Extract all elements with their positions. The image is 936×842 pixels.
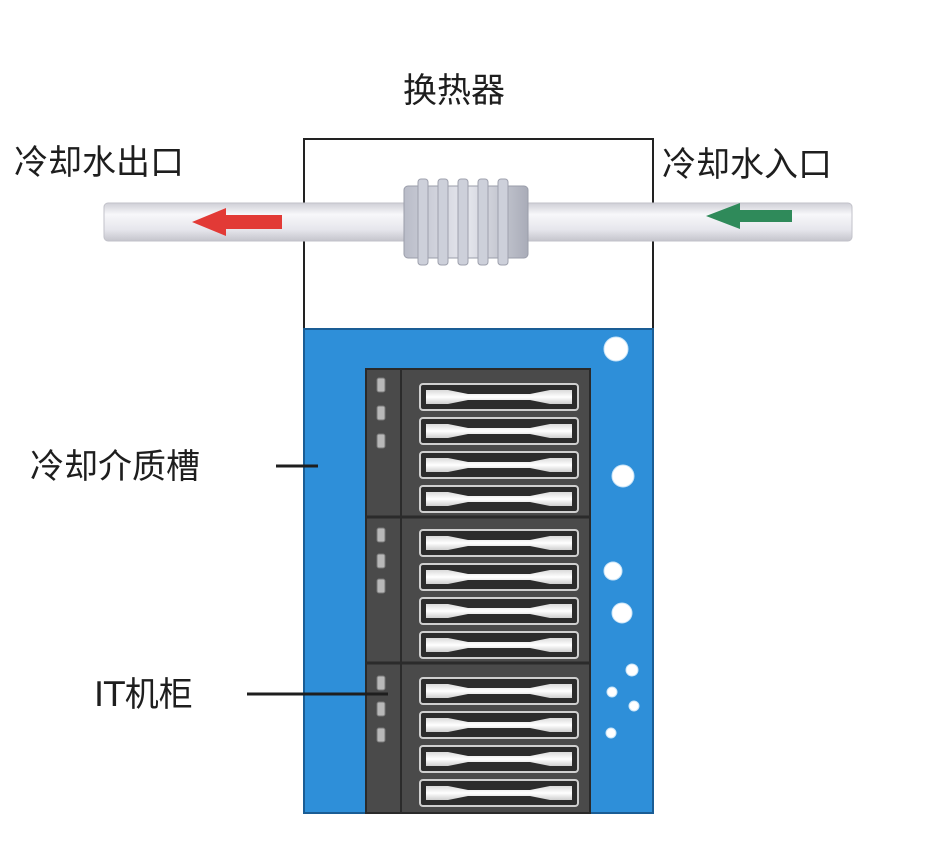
drive-slot-handle <box>426 492 572 506</box>
coolant-bubbles <box>603 336 640 739</box>
drive-slot-handle <box>426 786 572 800</box>
drive-slot-handle <box>426 604 572 618</box>
water-inlet-label: 冷却水入口 <box>662 145 832 185</box>
inlet-arrow-icon <box>706 203 792 229</box>
coolant-tank-label: 冷却介质槽 <box>30 447 200 487</box>
drive-slot-handle <box>426 752 572 766</box>
drive-slot-handle <box>426 718 572 732</box>
drive-slot-handle <box>426 458 572 472</box>
drive-slot-handle <box>426 424 572 438</box>
drive-slot-handle <box>426 570 572 584</box>
water-outlet-label: 冷却水出口 <box>14 143 184 183</box>
heat-exchanger-label: 换热器 <box>403 71 505 111</box>
drive-slot-handle <box>426 638 572 652</box>
heat-exchanger-coil <box>403 178 529 266</box>
outlet-arrow-icon <box>192 208 282 236</box>
it-rack-label: IT机柜 <box>94 675 193 715</box>
drive-slot-handle <box>426 684 572 698</box>
drive-slot-handle <box>426 390 572 404</box>
it-rack <box>365 368 591 814</box>
drive-slot-handle <box>426 536 572 550</box>
